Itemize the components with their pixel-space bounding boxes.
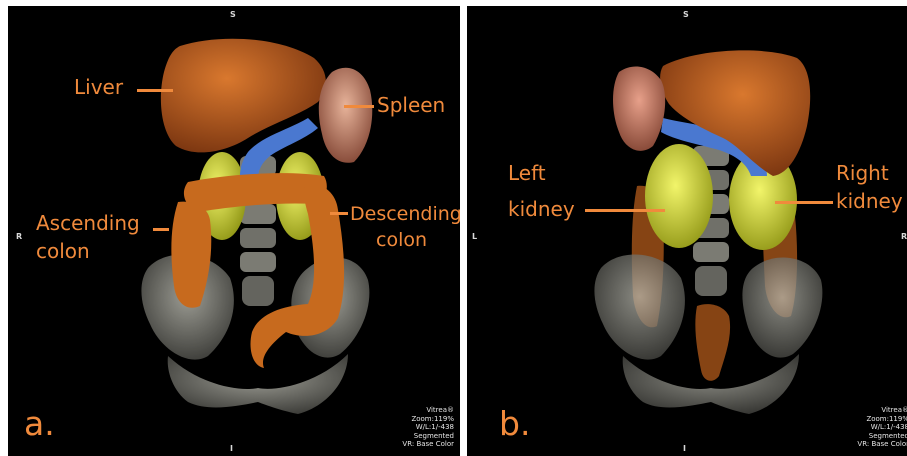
- info-line: Segmented: [857, 432, 907, 441]
- info-line: Segmented: [402, 432, 454, 441]
- leader-liver: [137, 89, 173, 92]
- anatomy-render-b: [467, 6, 907, 456]
- leader-spleen: [344, 105, 374, 108]
- info-line: Zoom:119%: [402, 415, 454, 424]
- info-line: VR: Base Color: [402, 440, 454, 449]
- viewer-info-b: Vitrea® Zoom:119% W/L:1/-438 Segmented V…: [857, 406, 907, 449]
- info-line: W/L:1/-438: [857, 423, 907, 432]
- panel-label-b: b.: [499, 404, 530, 443]
- label-ascending-1: Ascending: [36, 210, 140, 237]
- orientation-right: R: [901, 232, 907, 241]
- label-left-kidney-1: Left: [508, 160, 546, 187]
- info-line: Zoom:119%: [857, 415, 907, 424]
- orientation-left: L: [472, 232, 477, 241]
- leader-descending-colon: [330, 212, 348, 215]
- info-line: VR: Base Color: [857, 440, 907, 449]
- label-descending-2: colon: [376, 227, 427, 254]
- orientation-right: R: [16, 232, 22, 241]
- info-line: W/L:1/-438: [402, 423, 454, 432]
- label-left-kidney-2: kidney: [508, 196, 575, 223]
- info-line: Vitrea®: [857, 406, 907, 415]
- orientation-superior: S: [683, 10, 689, 19]
- label-spleen: Spleen: [377, 92, 445, 119]
- kidney-left-shape: [645, 144, 713, 248]
- spleen-shape: [319, 68, 372, 163]
- leader-left-kidney: [585, 209, 665, 212]
- label-right-kidney-2: kidney: [836, 188, 903, 215]
- orientation-inferior: I: [683, 444, 686, 453]
- panel-a-anterior-view: S R I Liver Spleen Ascending colon Desce…: [8, 6, 460, 456]
- label-descending-1: Descending: [350, 201, 460, 228]
- viewer-info-a: Vitrea® Zoom:119% W/L:1/-438 Segmented V…: [402, 406, 454, 449]
- label-right-kidney-1: Right: [836, 160, 889, 187]
- orientation-inferior: I: [230, 444, 233, 453]
- label-ascending-2: colon: [36, 238, 90, 265]
- leader-ascending-colon: [153, 228, 169, 231]
- panel-b-posterior-view: S L R I Left kidney Right kidney b. Vitr…: [467, 6, 907, 456]
- label-liver: Liver: [74, 74, 123, 101]
- panel-label-a: a.: [24, 404, 55, 443]
- spleen-shape: [613, 66, 665, 150]
- orientation-superior: S: [230, 10, 236, 19]
- info-line: Vitrea®: [402, 406, 454, 415]
- leader-right-kidney: [775, 201, 833, 204]
